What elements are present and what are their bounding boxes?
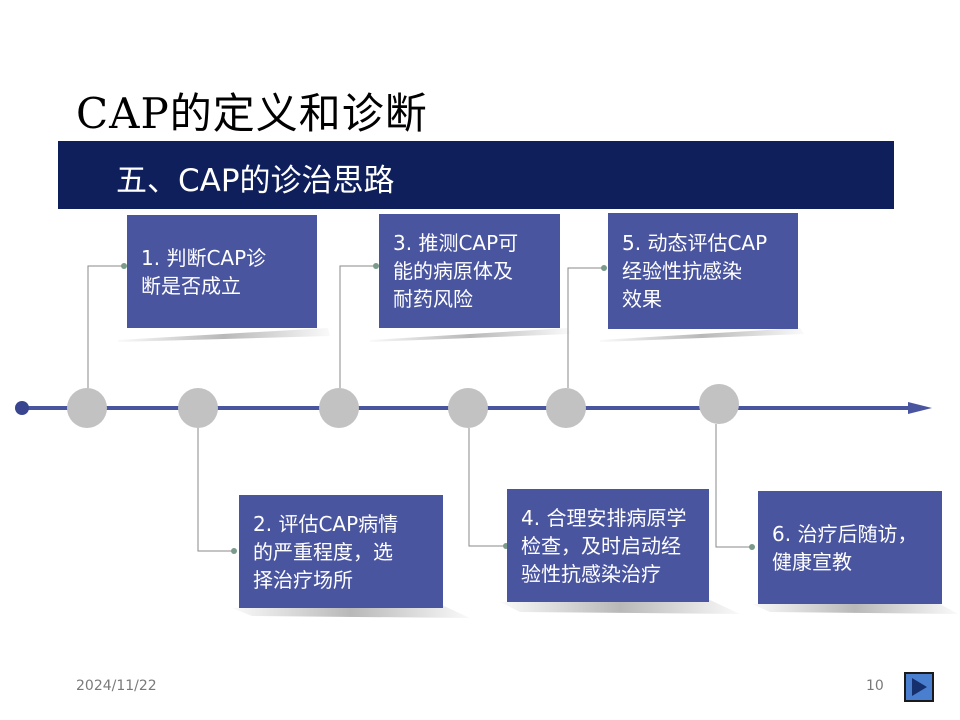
- next-slide-button[interactable]: [904, 672, 934, 702]
- connector-6: [715, 424, 752, 548]
- timeline-arrowhead: [908, 402, 932, 414]
- box-shadow-2: [232, 606, 470, 618]
- step-box-2: 2. 评估CAP病情 的严重程度，选 择治疗场所: [239, 495, 443, 608]
- step-text-6: 6. 治疗后随访， 健康宣教: [772, 521, 918, 574]
- step-text-1: 1. 判断CAP诊 断是否成立: [141, 245, 267, 298]
- step-text-2: 2. 评估CAP病情 的严重程度，选 择治疗场所: [253, 511, 399, 592]
- connector-3: [339, 265, 376, 388]
- box-shadow-1: [118, 328, 330, 342]
- step-text-3: 3. 推测CAP可 能的病原体及 耐药风险: [393, 231, 519, 311]
- footer-date: 2024/11/22: [76, 678, 157, 694]
- step-box-5: 5. 动态评估CAP 经验性抗感染 效果: [608, 213, 798, 329]
- box-shadow-5: [600, 328, 804, 342]
- step-box-4: 4. 合理安排病原学 检查，及时启动经 验性抗感染治疗: [507, 489, 709, 602]
- step-text-5: 5. 动态评估CAP 经验性抗感染 效果: [622, 231, 768, 311]
- connector-1: [87, 265, 124, 388]
- timeline-node-5: [546, 388, 586, 428]
- timeline-node-6: [699, 384, 739, 424]
- next-slide-icon: [912, 678, 927, 696]
- timeline-node-3: [319, 388, 359, 428]
- page-number: 10: [866, 678, 884, 694]
- timeline-start-dot: [15, 401, 29, 415]
- timeline-node-1: [67, 388, 107, 428]
- step-box-3: 3. 推测CAP可 能的病原体及 耐药风险: [379, 214, 560, 328]
- banner-text: 五、CAP的诊治思路: [116, 163, 395, 199]
- slide-title: CAP的定义和诊断: [76, 89, 428, 138]
- box-shadow-3: [370, 328, 570, 342]
- connector-2: [197, 428, 234, 552]
- connector-dot-2: [231, 548, 237, 554]
- step-box-1: 1. 判断CAP诊 断是否成立: [127, 215, 317, 328]
- step-text-4: 4. 合理安排病原学 检查，及时启动经 验性抗感染治疗: [521, 505, 687, 586]
- timeline-node-2: [178, 388, 218, 428]
- step-box-6: 6. 治疗后随访， 健康宣教: [758, 491, 942, 604]
- connector-4: [468, 428, 506, 547]
- box-shadow-6: [752, 604, 958, 614]
- timeline-node-4: [448, 388, 488, 428]
- box-shadow-4: [500, 600, 740, 614]
- connector-5: [567, 267, 604, 388]
- connector-dot-5: [601, 265, 607, 271]
- section-banner: 五、CAP的诊治思路: [58, 141, 894, 209]
- connector-dot-1: [121, 263, 127, 269]
- connector-dot-3: [373, 263, 379, 269]
- connector-dot-6: [749, 544, 755, 550]
